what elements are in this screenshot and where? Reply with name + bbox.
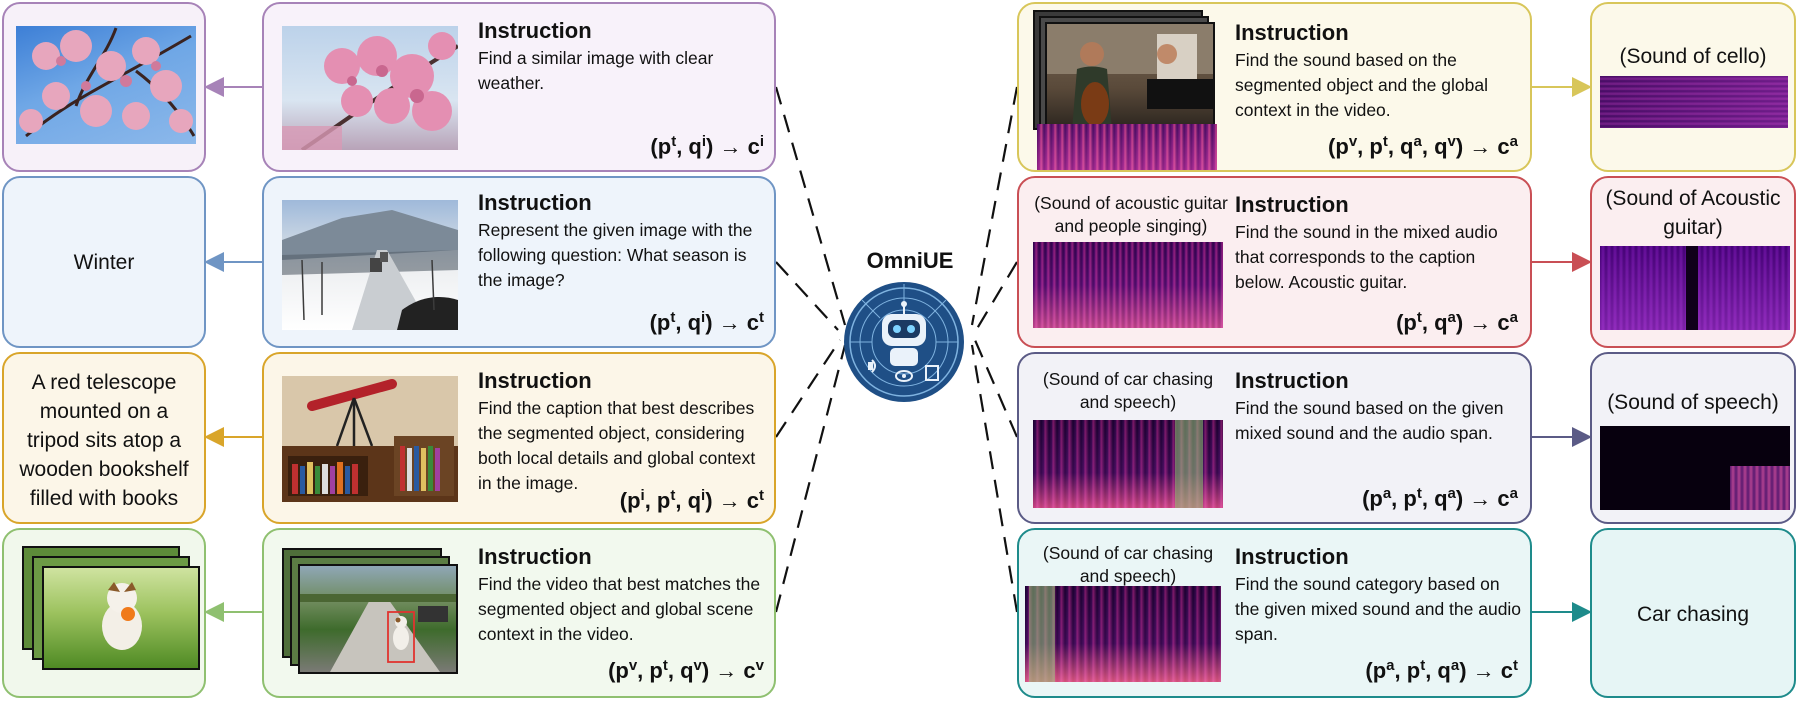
left-task-2: Instruction Represent the given image wi… xyxy=(262,176,776,348)
audio-caption: (Sound of car chasing and speech) xyxy=(1042,369,1214,412)
pink-blossom-image xyxy=(282,26,458,150)
instruction-text: Find the sound in the mixed audio that c… xyxy=(1235,222,1498,292)
cello-spectrogram-strip xyxy=(1037,124,1217,170)
mixed-audio-spectrogram xyxy=(1033,242,1223,328)
output-text-winter: Winter xyxy=(73,251,135,274)
instruction-title: Instruction xyxy=(1235,368,1349,393)
formula: (pt, qi) → ct xyxy=(649,309,764,335)
right-output-3: (Sound of speech) xyxy=(1590,352,1796,524)
winter-road-image xyxy=(282,200,458,330)
left-output-4 xyxy=(2,528,206,698)
formula: (pi, pt, qi) → ct xyxy=(619,487,764,513)
output-text-caption: A red telescope mounted on a tripod sits… xyxy=(19,371,189,510)
formula: (pv, pt, qa, qv) → ca xyxy=(1328,133,1518,159)
left-task-4: Instruction Find the video that best mat… xyxy=(262,528,776,698)
instruction-title: Instruction xyxy=(1235,192,1349,217)
right-output-2: (Sound of Acoustic guitar) xyxy=(1590,176,1796,348)
output-text-car-chasing: Car chasing xyxy=(1636,603,1750,626)
left-output-1 xyxy=(2,2,206,172)
formula: (pt, qi) → ci xyxy=(650,133,764,159)
sidewalk-dog-video-frame xyxy=(298,564,458,674)
instruction-text: Find the sound based on the segmented ob… xyxy=(1235,50,1488,120)
mixed-audio-spectrogram xyxy=(1033,420,1223,508)
right-task-3: (Sound of car chasing and speech) Instru… xyxy=(1017,352,1532,524)
right-output-1: (Sound of cello) xyxy=(1590,2,1796,172)
instruction-title: Instruction xyxy=(478,368,592,393)
audio-caption: (Sound of acoustic guitar and people sin… xyxy=(1034,193,1228,236)
instruction-text: Find the sound category based on the giv… xyxy=(1235,574,1522,644)
left-task-3: Instruction Find the caption that best d… xyxy=(262,352,776,524)
instruction-title: Instruction xyxy=(478,190,592,215)
speech-energy xyxy=(1730,466,1790,510)
instruction-text: Find the sound based on the given mixed … xyxy=(1235,398,1504,443)
right-task-2: (Sound of acoustic guitar and people sin… xyxy=(1017,176,1532,348)
center-title: OmniUE xyxy=(866,248,954,273)
instruction-title: Instruction xyxy=(1235,20,1349,45)
instruction-text: Find the video that best matches the seg… xyxy=(478,574,761,644)
formula: (pv, pt, qv) → cv xyxy=(608,657,764,683)
instruction-text: Find the caption that best describes the… xyxy=(478,398,756,493)
output-caption: (Sound of cello) xyxy=(1619,45,1767,68)
audio-caption: (Sound of car chasing and speech) xyxy=(1042,543,1214,586)
output-caption: (Sound of Acoustic guitar) xyxy=(1605,187,1781,239)
right-output-4: Car chasing xyxy=(1590,528,1796,698)
telescope-bookshelf-image xyxy=(282,376,458,502)
cello-spectrogram xyxy=(1600,76,1788,128)
cello-piano-video-frame xyxy=(1045,22,1215,132)
formula: (pt, qa) → ca xyxy=(1396,309,1518,335)
formula: (pa, pt, qa) → ct xyxy=(1365,657,1518,683)
spectrogram-gap xyxy=(1686,246,1698,330)
right-task-1: Instruction Find the sound based on the … xyxy=(1017,2,1532,172)
audio-span-highlight xyxy=(1029,586,1055,682)
mixed-audio-spectrogram xyxy=(1025,586,1221,682)
left-output-3: A red telescope mounted on a tripod sits… xyxy=(2,352,206,524)
guitar-spectrogram xyxy=(1600,246,1790,330)
dog-video-frame xyxy=(42,566,200,670)
omniue-robot-logo xyxy=(842,280,966,404)
instruction-title: Instruction xyxy=(478,18,592,43)
left-output-2: Winter xyxy=(2,176,206,348)
instruction-text: Find a similar image with clear weather. xyxy=(478,48,714,93)
instruction-text: Represent the given image with the follo… xyxy=(478,220,753,290)
right-task-4: (Sound of car chasing and speech) Instru… xyxy=(1017,528,1532,698)
speech-spectrogram xyxy=(1600,426,1790,510)
instruction-title: Instruction xyxy=(1235,544,1349,569)
dashed-connectors xyxy=(774,86,1019,613)
instruction-title: Instruction xyxy=(478,544,592,569)
left-task-1: Instruction Find a similar image with cl… xyxy=(262,2,776,172)
output-caption: (Sound of speech) xyxy=(1607,391,1779,414)
audio-span-highlight xyxy=(1175,420,1203,508)
cherry-blossom-image xyxy=(16,26,196,144)
formula: (pa, pt, qa) → ca xyxy=(1362,485,1518,511)
